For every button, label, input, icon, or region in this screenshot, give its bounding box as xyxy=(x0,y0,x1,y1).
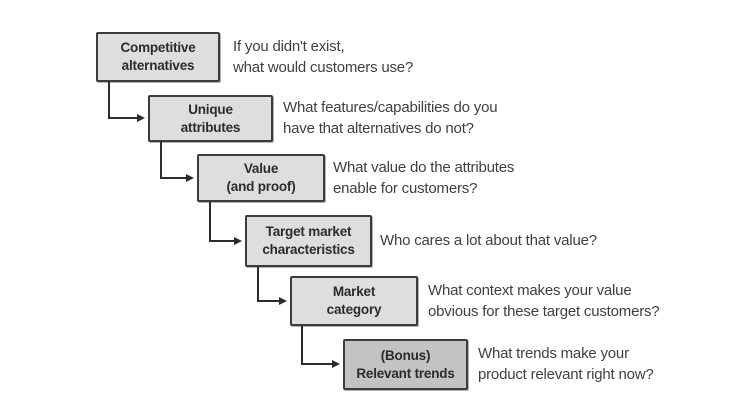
arrow-step4-to-step5 xyxy=(257,267,287,305)
step-label: (Bonus) Relevant trends xyxy=(356,347,455,381)
step-question-bonus-relevant-trends: What trends make your product relevant r… xyxy=(478,345,654,383)
step-question-value-and-proof: What value do the attributes enable for … xyxy=(333,159,515,197)
step-question-market-category: What context makes your value obvious fo… xyxy=(428,282,660,320)
step-question-target-market-characteristics: Who cares a lot about that value? xyxy=(380,232,597,249)
step-box-target-market-characteristics: Target market characteristics xyxy=(245,215,372,267)
step-box-market-category: Market category xyxy=(290,276,418,326)
step-box-value-and-proof: Value (and proof) xyxy=(197,154,325,202)
step-question-competitive-alternatives: If you didn't exist, what would customer… xyxy=(233,38,414,76)
step-label: Competitive alternatives xyxy=(120,40,196,73)
step-label: Target market characteristics xyxy=(262,224,355,257)
step-label: Unique attributes xyxy=(180,101,241,135)
arrow-step1-to-step2 xyxy=(108,82,145,122)
step-label: Market category xyxy=(326,284,382,317)
step-box-bonus-relevant-trends: (Bonus) Relevant trends xyxy=(343,339,468,390)
arrow-step2-to-step3 xyxy=(160,142,194,182)
step-box-unique-attributes: Unique attributes xyxy=(148,95,273,142)
arrow-step5-to-step6 xyxy=(301,326,340,368)
step-box-competitive-alternatives: Competitive alternatives xyxy=(96,32,220,82)
arrow-step3-to-step4 xyxy=(209,202,242,245)
step-label: Value (and proof) xyxy=(226,161,296,194)
step-question-unique-attributes: What features/capabilities do you have t… xyxy=(283,99,498,137)
